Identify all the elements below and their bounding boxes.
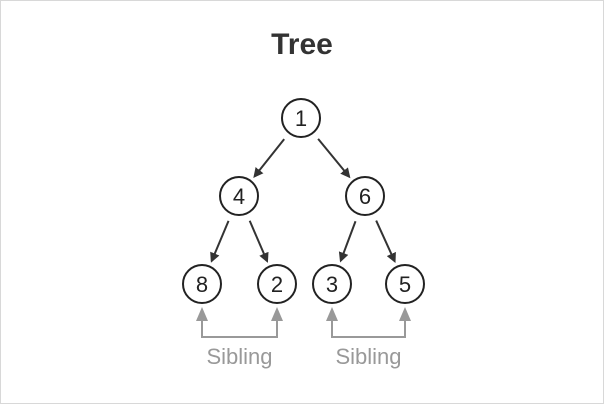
node-circle <box>281 98 321 138</box>
edge-arrow-n6-n5 <box>375 220 396 264</box>
edge-arrow-n6-n3 <box>338 220 357 263</box>
tree-node-1: 1 <box>281 98 321 138</box>
tree-node-6: 6 <box>345 176 385 216</box>
tree-node-8: 8 <box>182 264 222 304</box>
tree-node-5: 5 <box>385 264 425 304</box>
sibling-arrowhead <box>196 307 208 321</box>
node-label: 8 <box>196 272 208 297</box>
node-circle <box>312 264 352 304</box>
edge-arrow-n4-n2 <box>248 220 269 263</box>
edge-arrow-n4-n8 <box>210 220 230 263</box>
diagram-title: Tree <box>271 28 333 61</box>
edge-arrow-n1-n6 <box>317 138 351 179</box>
node-label: 2 <box>271 272 283 297</box>
sibling-arrowhead <box>271 307 283 321</box>
tree-node-4: 4 <box>219 176 259 216</box>
node-circle <box>257 264 297 304</box>
edge-arrow-n1-n4 <box>253 138 285 178</box>
node-circle <box>182 264 222 304</box>
node-circle <box>345 176 385 216</box>
node-label: 1 <box>295 106 307 131</box>
tree-node-2: 2 <box>257 264 297 304</box>
node-label: 4 <box>233 184 245 209</box>
sibling-bracket <box>331 317 406 338</box>
sibling-arrowhead <box>399 307 411 321</box>
sibling-label: Sibling <box>206 344 272 369</box>
node-circle <box>385 264 425 304</box>
sibling-arrowhead <box>326 307 338 321</box>
node-label: 5 <box>399 272 411 297</box>
node-label: 3 <box>326 272 338 297</box>
node-label: 6 <box>359 184 371 209</box>
node-circle <box>219 176 259 216</box>
tree-node-3: 3 <box>312 264 352 304</box>
sibling-bracket <box>201 317 278 338</box>
sibling-label: Sibling <box>335 344 401 369</box>
